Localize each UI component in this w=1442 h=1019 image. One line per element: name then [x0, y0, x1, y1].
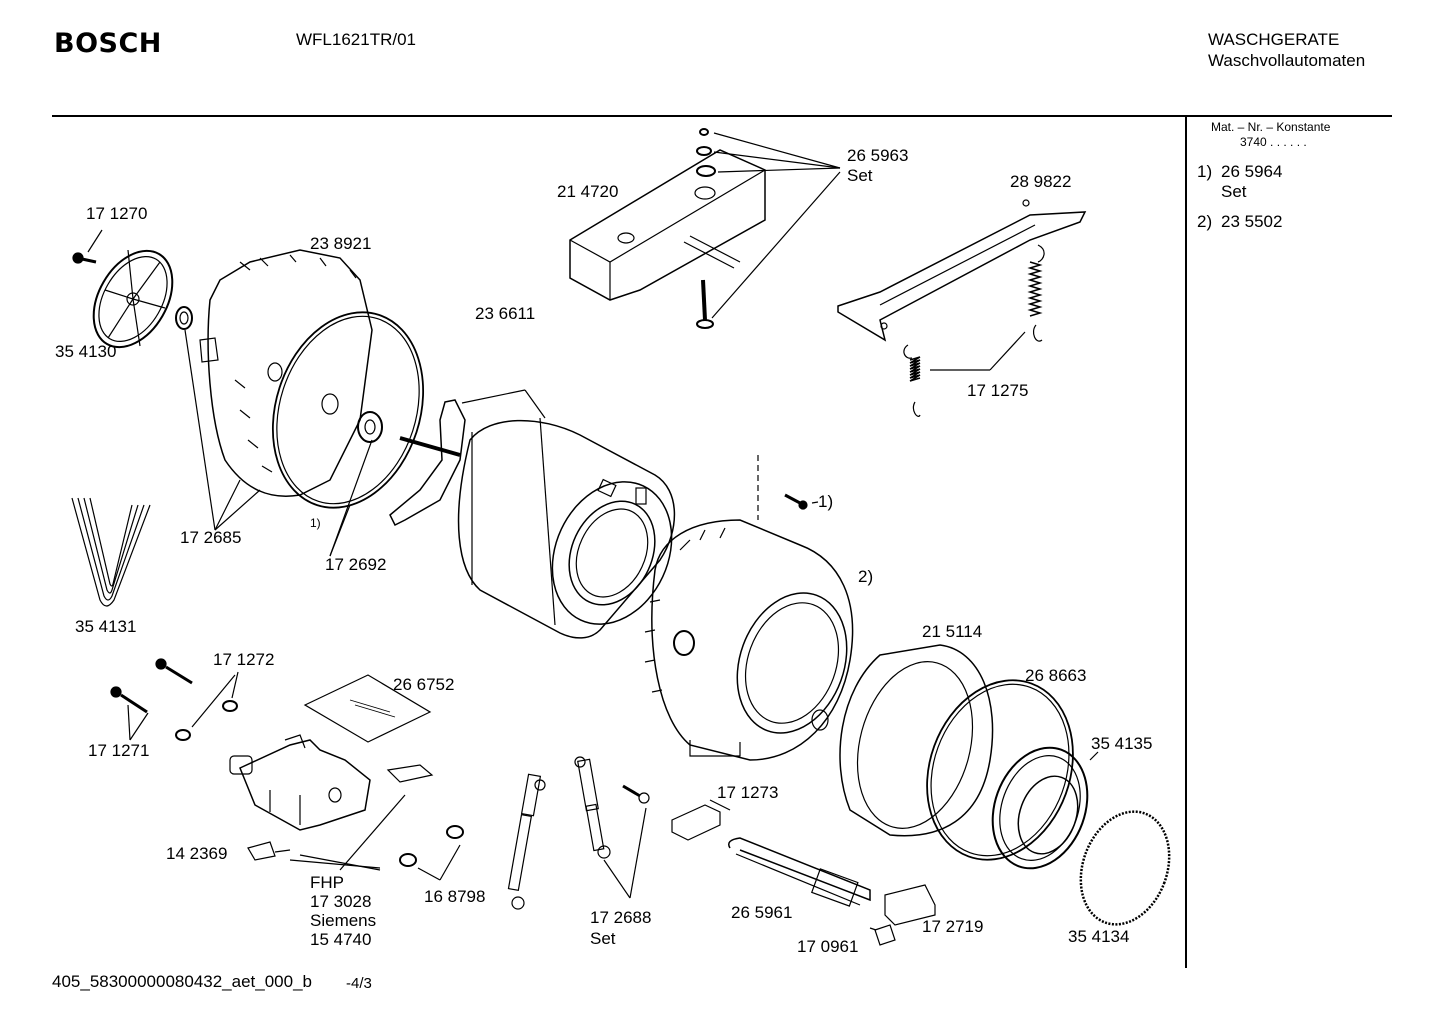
- note-1-extra: Set: [1221, 182, 1247, 201]
- parts-bag: [303, 674, 432, 743]
- brand-logo: BOSCH: [54, 28, 162, 59]
- tension-spring-2: [1027, 244, 1045, 342]
- label-note1-drum: 1): [310, 516, 321, 530]
- front-seal-frame: [839, 644, 994, 837]
- counterweight: [569, 149, 766, 301]
- model-number: WFL1621TR/01: [296, 30, 416, 49]
- shock-absorber-2: [574, 756, 611, 859]
- drive-belt: [71, 497, 151, 607]
- label-note2: 2): [858, 567, 874, 586]
- motor: [229, 734, 371, 831]
- label-265961: 26 5961: [731, 903, 793, 922]
- door-seal: [926, 679, 1074, 861]
- drum-spider: [389, 389, 546, 527]
- ntc-sensor: [874, 924, 896, 946]
- motor-brush: [386, 764, 434, 783]
- label-354135: 35 4135: [1091, 734, 1153, 753]
- bushing-2: [399, 853, 417, 867]
- label-265963: 26 5963: [847, 146, 909, 165]
- label-172688-set: Set: [590, 929, 616, 948]
- note-1-marker: 1): [1197, 162, 1213, 181]
- label-268663: 26 8663: [1025, 666, 1087, 685]
- label-354134: 35 4134: [1068, 927, 1130, 946]
- label-238921: 23 8921: [310, 234, 372, 253]
- sidebar-heading: Mat. – Nr. – Konstante: [1211, 120, 1331, 134]
- cable-clip: [247, 841, 276, 861]
- label-266752: 26 6752: [393, 675, 455, 694]
- label-170961: 17 0961: [797, 937, 859, 956]
- label-note1-bolt: 1): [818, 492, 834, 511]
- label-265963-set: Set: [847, 166, 873, 185]
- label-214720: 21 4720: [557, 182, 619, 201]
- counterweight-bolt: [696, 279, 714, 329]
- note-2-value: 23 5502: [1221, 212, 1283, 231]
- note-1-value: 26 5964: [1221, 162, 1283, 181]
- label-171270: 17 1270: [86, 204, 148, 223]
- tub-seal-ring: [271, 311, 425, 509]
- bushing-1: [446, 825, 464, 839]
- tension-spring-1: [903, 344, 921, 417]
- label-172719: 17 2719: [922, 917, 984, 936]
- page-number: -4/3: [346, 975, 372, 992]
- bearing-small: [175, 306, 193, 330]
- label-289822: 28 9822: [1010, 172, 1072, 191]
- label-168798: 16 8798: [424, 887, 486, 906]
- bellow-ring: [991, 746, 1099, 870]
- label-142369: 14 2369: [166, 844, 228, 863]
- label-172692: 17 2692: [325, 555, 387, 574]
- label-171275: 17 1275: [967, 381, 1029, 400]
- category-subtitle: Waschvollautomaten: [1208, 51, 1366, 70]
- label-172688: 17 2688: [590, 908, 652, 927]
- front-tub-bolt: [757, 455, 819, 520]
- washing-drum: [457, 417, 676, 639]
- heater-cover: [884, 884, 936, 926]
- pulley-screw: [72, 229, 103, 264]
- label-354131: 35 4131: [75, 617, 137, 636]
- document-code: 405_58300000080432_aet_000_b: [52, 972, 312, 991]
- sidebar-constant: 3740 . . . . . .: [1240, 135, 1307, 149]
- label-354130: 35 4130: [55, 342, 117, 361]
- label-fhp: FHP: [310, 873, 344, 892]
- heater-element: [728, 837, 871, 907]
- heater-clip: [671, 804, 721, 841]
- label-215114: 21 5114: [922, 622, 983, 641]
- label-171273: 17 1273: [717, 783, 779, 802]
- label-siemens: Siemens: [310, 911, 377, 930]
- label-171272: 17 1272: [213, 650, 275, 669]
- clamp-ring: [1079, 810, 1171, 926]
- pulley-wheel: [92, 249, 174, 349]
- motor-screws: [110, 658, 239, 741]
- nut: [699, 128, 709, 136]
- spring-bracket: [837, 199, 1087, 342]
- shock-absorber-1: [507, 773, 546, 910]
- washer-2: [696, 165, 716, 177]
- label-173028: 17 3028: [310, 892, 372, 911]
- label-236611: 23 6611: [475, 304, 536, 323]
- label-172685: 17 2685: [180, 528, 242, 547]
- front-tub: [644, 519, 854, 761]
- label-154740: 15 4740: [310, 930, 372, 949]
- note-2-marker: 2): [1197, 212, 1213, 231]
- rear-tub: [199, 249, 383, 497]
- washer-1: [696, 146, 712, 156]
- category-title: WASCHGERATE: [1208, 30, 1340, 49]
- label-171271: 17 1271: [88, 741, 150, 760]
- shock-pin: [622, 784, 650, 804]
